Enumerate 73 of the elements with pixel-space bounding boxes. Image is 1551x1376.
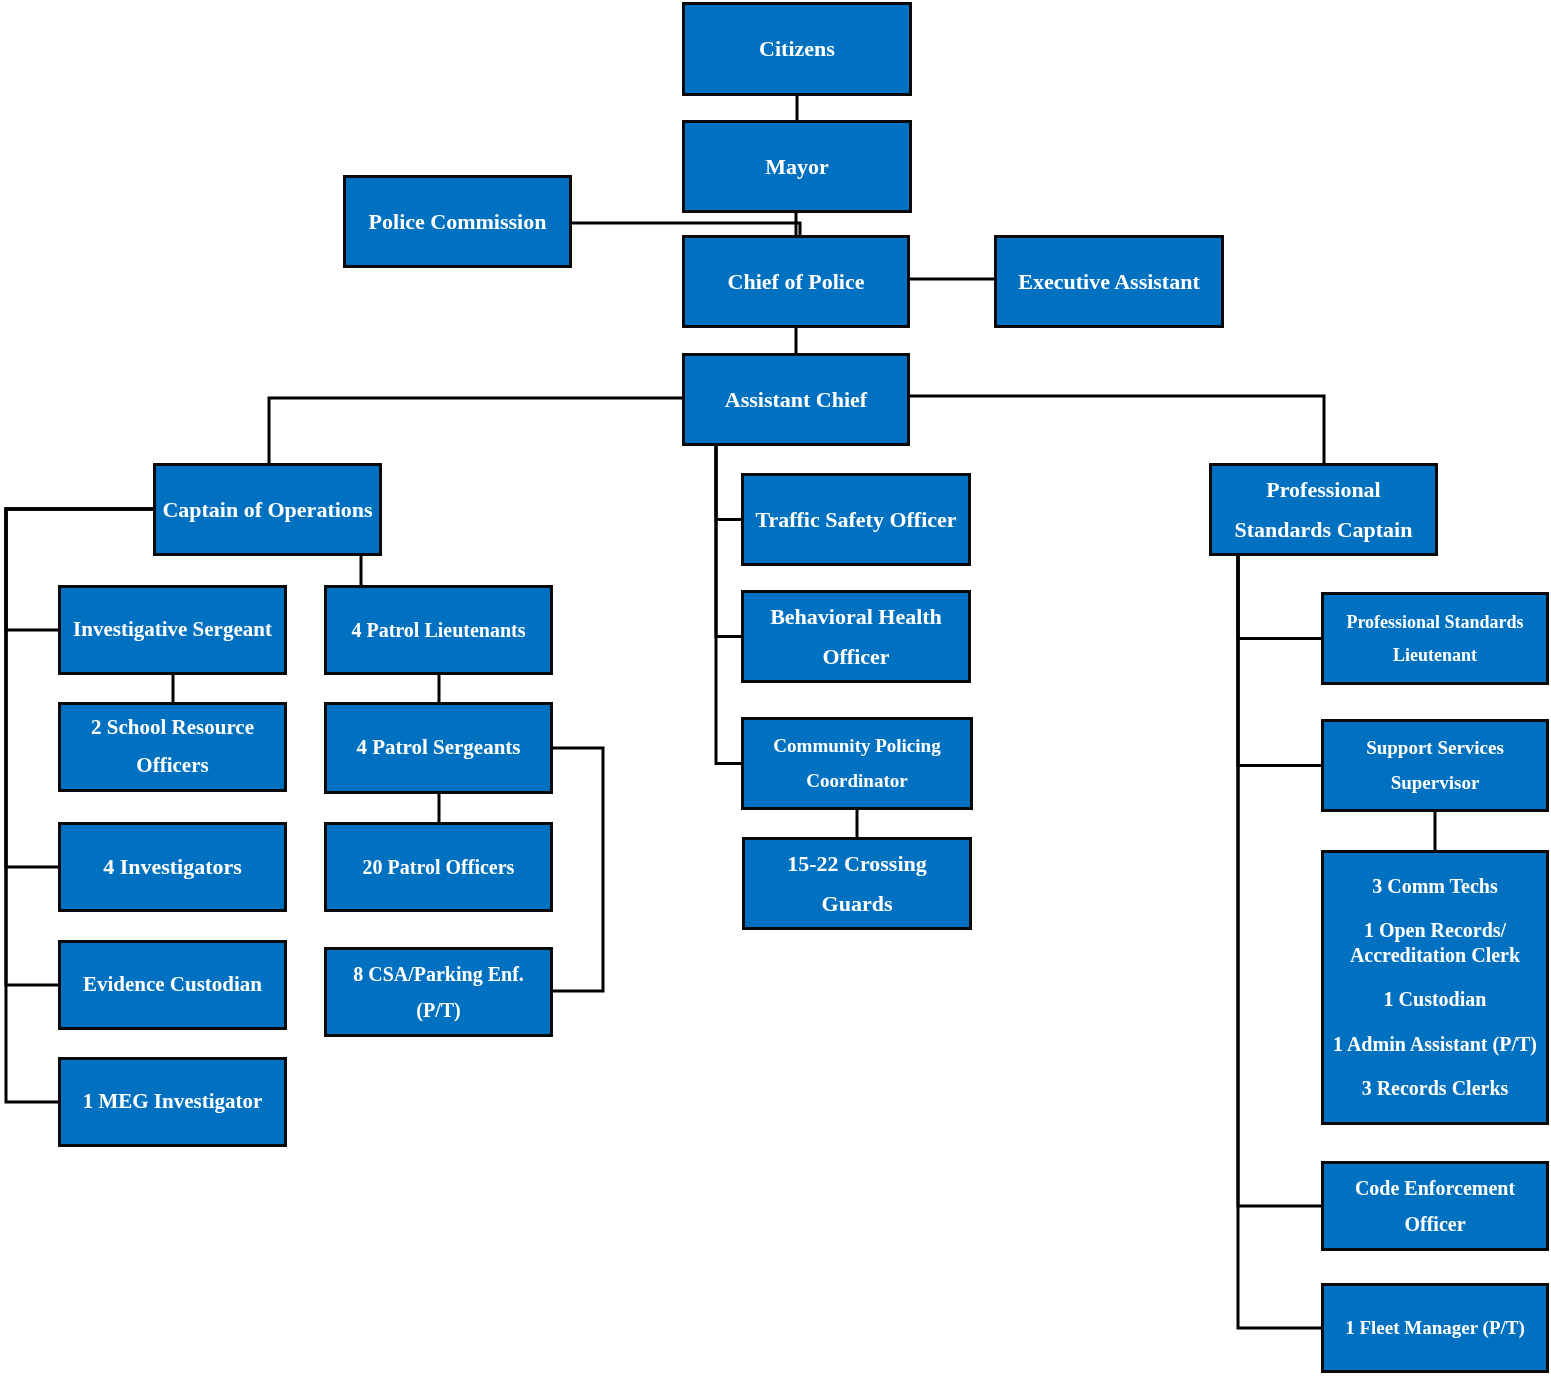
position-title: Captain of Operations <box>162 495 373 524</box>
position-title: Mayor <box>765 152 829 181</box>
position-title: Community Policing Coordinator <box>772 734 942 793</box>
position-title: 4 Investigators <box>103 853 242 882</box>
org-box <box>58 940 287 1030</box>
position-title: 1 MEG Investigator <box>82 1088 263 1116</box>
org-box <box>994 235 1224 328</box>
connector-line <box>553 746 605 993</box>
org-box <box>343 175 572 268</box>
connector-line <box>437 675 441 702</box>
connector-line <box>1236 556 1321 1330</box>
position-title: 15-22 Crossing Guards <box>786 849 928 918</box>
connector-line <box>794 213 798 235</box>
connector-line <box>267 396 682 463</box>
position-title: Citizens <box>759 35 835 64</box>
position-title: Professional Standards Lieutenant <box>1345 611 1525 667</box>
position-title: 2 School Resource Officers <box>90 714 255 779</box>
org-box <box>682 120 912 213</box>
position-title: 1 Custodian <box>1383 987 1487 1013</box>
position-title: 1 Open Records/ Accreditation Clerk <box>1348 918 1522 969</box>
org-box <box>1321 1283 1549 1373</box>
connector-line <box>1433 812 1437 850</box>
org-box <box>324 702 553 794</box>
org-box <box>741 717 973 810</box>
org-box <box>742 837 972 930</box>
org-box <box>1209 463 1438 556</box>
connector-line <box>855 810 859 837</box>
connector-line <box>794 328 798 353</box>
org-box <box>1321 1161 1549 1251</box>
position-title: 20 Patrol Officers <box>362 855 515 880</box>
org-box <box>741 473 971 566</box>
connector-line <box>795 96 799 120</box>
org-box <box>58 702 287 792</box>
org-box <box>741 590 971 683</box>
position-title: Behavioral Health Officer <box>769 602 943 671</box>
org-box <box>1321 719 1549 812</box>
position-title: 3 Comm Techs <box>1372 874 1498 900</box>
position-title: Professional Standards Captain <box>1233 475 1414 544</box>
connector-line <box>359 556 363 585</box>
position-title: 4 Patrol Sergeants <box>356 734 521 762</box>
position-title: Chief of Police <box>727 267 865 296</box>
org-box <box>682 2 912 96</box>
connector-line <box>171 675 175 702</box>
org-box <box>58 822 287 912</box>
connector-line <box>910 277 994 281</box>
org-box <box>324 947 553 1037</box>
position-title: Investigative Sergeant <box>73 616 272 644</box>
org-box <box>58 1057 287 1147</box>
position-title: 1 Fleet Manager (P/T) <box>1345 1315 1525 1340</box>
position-title: Assistant Chief <box>724 385 868 414</box>
connector-line <box>714 446 741 765</box>
position-title: Police Commission <box>368 207 547 236</box>
connector-line <box>4 507 153 1104</box>
org-box <box>324 585 553 675</box>
org-box <box>324 822 553 912</box>
position-title: Evidence Custodian <box>82 971 263 999</box>
position-title: Executive Assistant <box>1018 267 1200 296</box>
position-title: 3 Records Clerks <box>1361 1075 1509 1101</box>
position-title: 8 CSA/Parking Enf. (P/T) <box>352 962 525 1023</box>
position-title: Traffic Safety Officer <box>755 505 957 534</box>
connector-line <box>437 794 441 822</box>
position-title: 1 Admin Assistant (P/T) <box>1333 1031 1537 1057</box>
connector-line <box>572 221 802 235</box>
org-box <box>1321 850 1549 1125</box>
position-title: Support Services Supervisor <box>1365 736 1505 795</box>
org-box <box>58 585 287 675</box>
connector-line <box>910 394 1326 463</box>
position-title: Code Enforcement Officer <box>1353 1176 1517 1237</box>
org-box <box>1321 592 1549 685</box>
org-box <box>153 463 382 556</box>
org-box <box>682 353 910 446</box>
position-title: 4 Patrol Lieutenants <box>351 618 526 643</box>
org-box <box>682 235 910 328</box>
